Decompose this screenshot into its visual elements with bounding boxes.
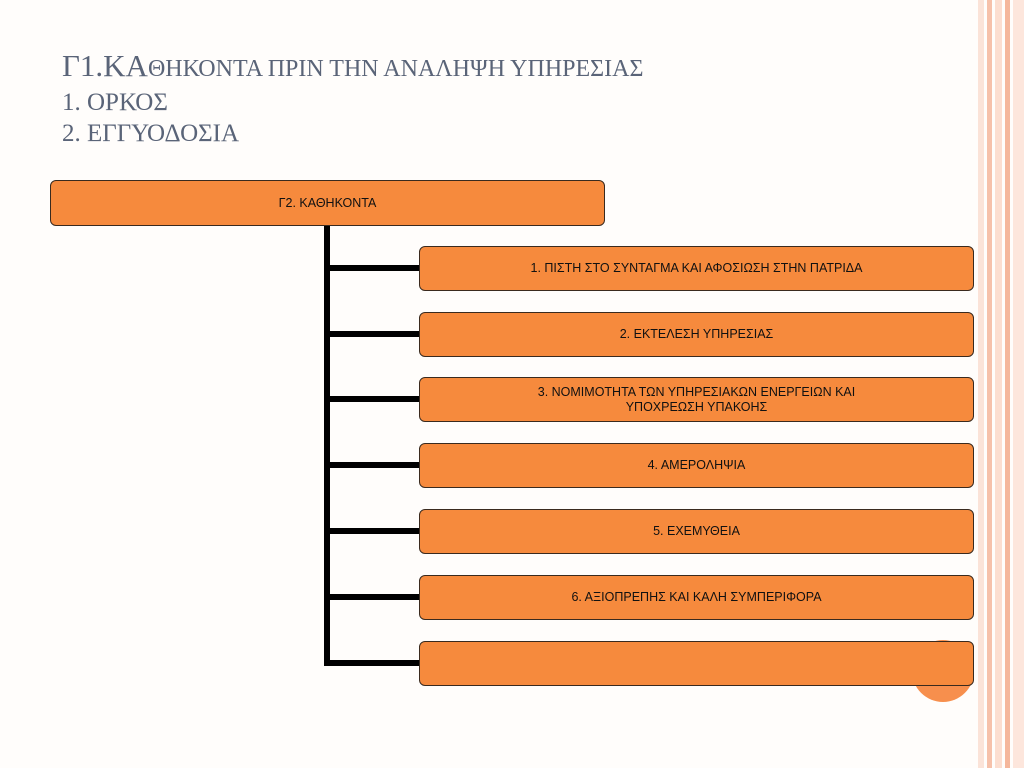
stripe-decoration <box>987 0 992 768</box>
branch-connector <box>324 265 420 271</box>
title-line-3: 2. ΕΓΓΥΟΔΟΣΙΑ <box>62 120 240 147</box>
branch-connector <box>324 396 420 402</box>
branch-connector <box>324 594 420 600</box>
branch-connector <box>324 660 420 666</box>
duty-box-3: 3. ΝΟΜΙΜΟΤΗΤΑ ΤΩΝ ΥΠΗΡΕΣΙΑΚΩΝ ΕΝΕΡΓΕΙΩΝ … <box>419 377 974 422</box>
title-line-2: 1. ΟΡΚΟΣ <box>62 89 168 116</box>
slide-title: Γ1.ΚΑθηκοντα πριν την αναληψη υπηρεσιασ … <box>62 48 942 149</box>
duty-box-5: 5. ΕΧΕΜΥΘΕΙΑ <box>419 509 974 554</box>
duty-box-7 <box>419 641 974 686</box>
branch-connector <box>324 462 420 468</box>
duty-box-1: 1. ΠΙΣΤΗ ΣΤΟ ΣΥΝΤΑΓΜΑ ΚΑΙ ΑΦΟΣΙΩΣΗ ΣΤΗΝ … <box>419 246 974 291</box>
stripe-decoration <box>1013 0 1024 768</box>
stripe-decoration <box>1005 0 1010 768</box>
title-prefix: Γ1.ΚΑ <box>62 48 148 83</box>
title-line-1: Γ1.ΚΑθηκοντα πριν την αναληψη υπηρεσιασ <box>62 48 942 87</box>
branch-connector <box>324 331 420 337</box>
duty-box-6: 6. ΑΞΙΟΠΡΕΠΗΣ ΚΑΙ ΚΑΛΗ ΣΥΜΠΕΡΙΦΟΡΑ <box>419 575 974 620</box>
stripe-decoration <box>978 0 984 768</box>
vertical-connector <box>324 225 330 666</box>
title-rest: θηκοντα πριν την αναληψη υπηρεσιασ <box>147 56 644 82</box>
duty-box-4: 4. ΑΜΕΡΟΛΗΨΙΑ <box>419 443 974 488</box>
stripe-decoration <box>995 0 1002 768</box>
root-box: Γ2. ΚΑΘΗΚΟΝΤΑ <box>50 180 605 226</box>
duty-box-2: 2. ΕΚΤΕΛΕΣΗ ΥΠΗΡΕΣΙΑΣ <box>419 312 974 357</box>
branch-connector <box>324 528 420 534</box>
